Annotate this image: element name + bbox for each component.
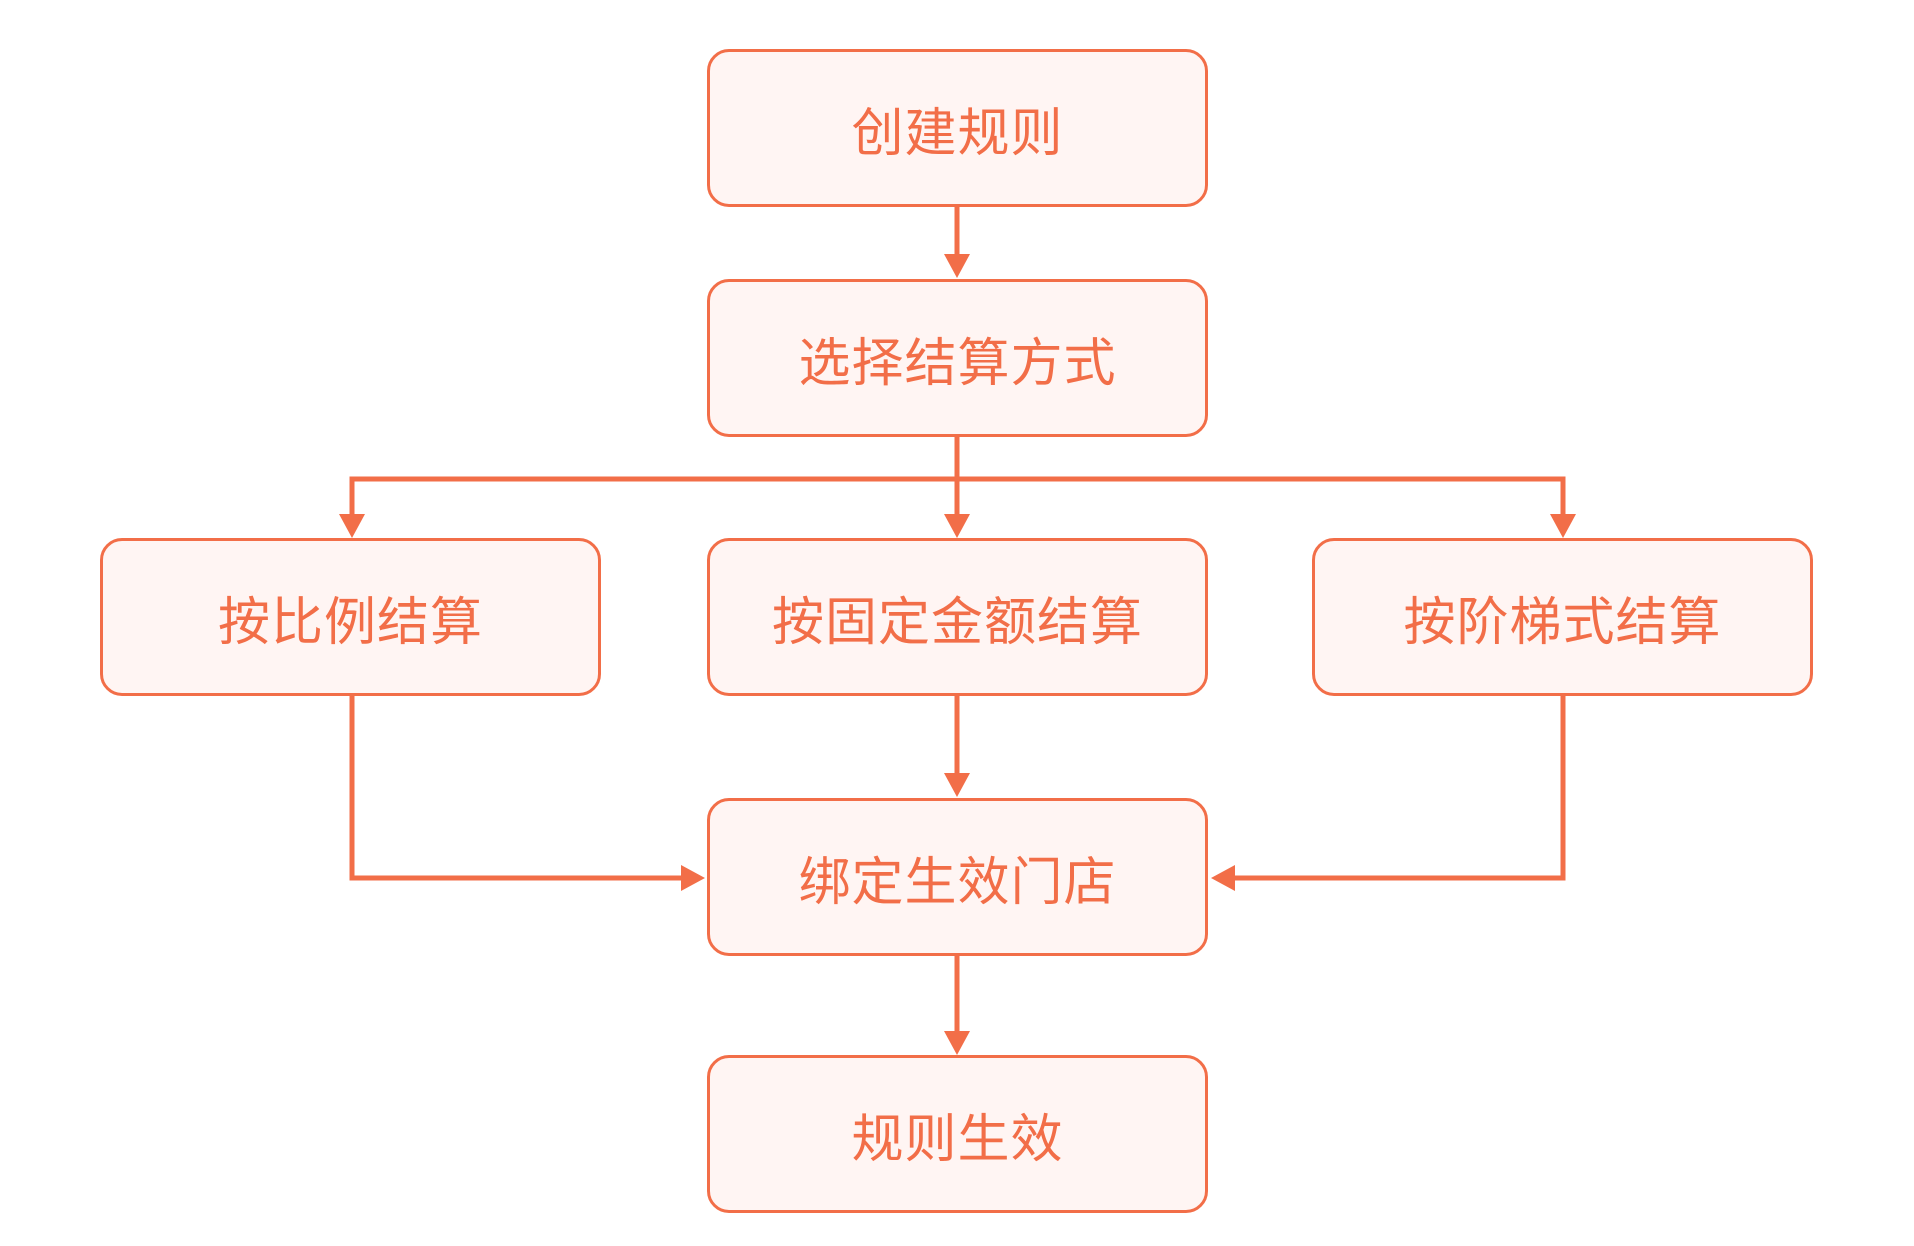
node-rule-active-label: 规则生效	[851, 1109, 1064, 1170]
node-choose-settlement-method-label: 选择结算方式	[798, 333, 1117, 394]
arrowhead-split-to-tier	[1550, 514, 1576, 538]
arrow-ratio-to-bind	[349, 694, 686, 881]
arrow-tier-to-bind	[1230, 694, 1566, 881]
node-settle-by-fixed-amount: 按固定金额结算	[707, 538, 1208, 696]
node-create-rule-label: 创建规则	[851, 103, 1064, 164]
node-create-rule: 创建规则	[707, 49, 1208, 207]
node-bind-effective-stores: 绑定生效门店	[707, 798, 1208, 956]
node-settle-by-ratio-label: 按比例结算	[217, 592, 483, 653]
node-settle-by-tier: 按阶梯式结算	[1312, 538, 1813, 696]
arrowhead-ratio-to-bind	[681, 865, 705, 891]
node-bind-effective-stores-label: 绑定生效门店	[798, 852, 1117, 913]
arrowhead-tier-to-bind	[1211, 865, 1235, 891]
arrowhead-split-to-fixed	[944, 514, 970, 538]
arrowhead-split-to-ratio	[339, 514, 365, 538]
node-settle-by-fixed-amount-label: 按固定金额结算	[771, 592, 1143, 653]
node-choose-settlement-method: 选择结算方式	[707, 279, 1208, 437]
arrowhead-fixed-to-bind	[944, 773, 970, 797]
node-settle-by-ratio: 按比例结算	[100, 538, 601, 696]
node-settle-by-tier-label: 按阶梯式结算	[1403, 592, 1722, 653]
arrowhead-bind-to-active	[944, 1031, 970, 1055]
arrowhead-create-to-choose	[944, 254, 970, 278]
node-rule-active: 规则生效	[707, 1055, 1208, 1213]
